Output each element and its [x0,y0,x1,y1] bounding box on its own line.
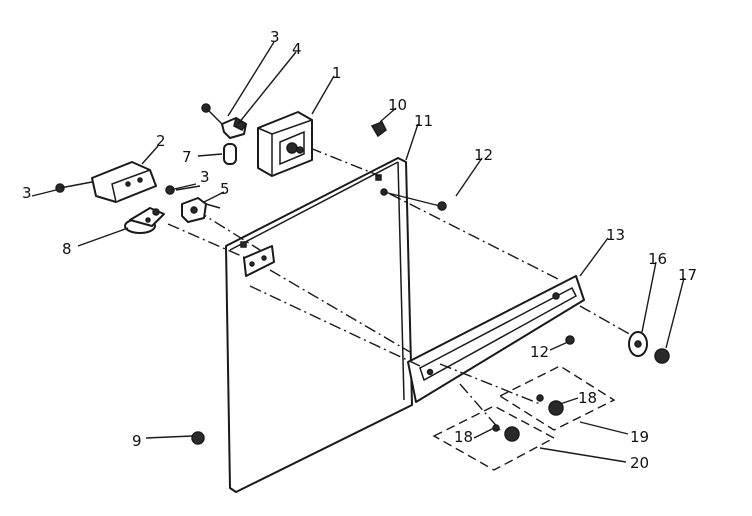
callout-3-left: 3 [22,184,32,202]
callout-3-mid: 3 [200,168,210,186]
clip [370,121,387,138]
door-panel [225,157,413,493]
callout-20: 20 [630,454,649,472]
callout-leaders [31,41,685,463]
callout-18-right: 18 [578,389,597,407]
thermostat [124,207,165,234]
latch-strip [407,275,585,403]
callouts: 1 2 3 3 3 4 5 7 8 9 10 11 12 12 13 16 17… [22,28,697,472]
hinge-plate [243,245,275,277]
callout-13: 13 [606,226,625,244]
callout-9: 9 [132,432,142,450]
bulb [223,143,237,165]
callout-18-left: 18 [454,428,473,446]
screws [55,103,575,445]
callout-4: 4 [292,40,302,58]
callout-7: 7 [182,148,192,166]
callout-5: 5 [220,180,230,198]
callout-3-top: 3 [270,28,280,46]
callout-12-top: 12 [474,146,493,164]
assembly-lines [167,147,641,431]
control-box [257,111,313,177]
bracket [91,161,157,203]
callout-19: 19 [630,428,649,446]
callout-10: 10 [388,96,407,114]
knob-assembly [628,331,670,364]
callout-12-bottom: 12 [530,343,549,361]
clamp [221,116,248,139]
callout-11: 11 [414,112,433,130]
callout-8: 8 [62,240,72,258]
switch [181,197,221,223]
callout-1: 1 [332,64,342,82]
callout-17: 17 [678,266,697,284]
kit-19 [498,365,616,431]
callout-16: 16 [648,250,667,268]
callout-2: 2 [156,132,166,150]
kit-20 [432,405,556,471]
